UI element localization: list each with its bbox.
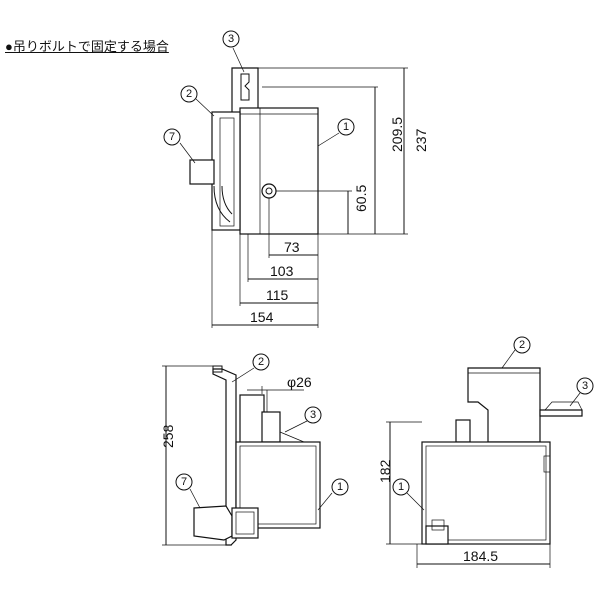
callout-7-top <box>163 128 181 146</box>
dim-154: 154 <box>250 309 274 325</box>
dim-184-5: 184.5 <box>463 548 498 564</box>
svg-text:2: 2 <box>186 88 192 100</box>
callout-2-side <box>513 336 531 354</box>
top-view <box>189 67 408 328</box>
dim-103: 103 <box>270 263 294 279</box>
svg-text:1: 1 <box>398 481 404 493</box>
unit-body <box>239 107 319 235</box>
dim-258: 258 <box>160 424 176 448</box>
front-view <box>162 365 321 546</box>
svg-text:2: 2 <box>258 356 264 368</box>
callout-3-front <box>304 406 322 424</box>
dim-73: 73 <box>284 239 300 255</box>
dim-60-5: 60.5 <box>353 185 369 212</box>
side-plate <box>211 111 241 231</box>
callout-2-top <box>180 85 198 103</box>
svg-text:2: 2 <box>519 339 525 351</box>
callout-7-front <box>175 473 193 491</box>
svg-text:1: 1 <box>343 121 349 133</box>
side-view <box>386 367 583 568</box>
callout-1-top <box>337 118 355 136</box>
svg-text:3: 3 <box>582 380 588 392</box>
elbow-pipe <box>193 505 233 541</box>
page-title: ●吊りボルトで固定する場合 <box>5 39 169 54</box>
dim-209-5: 209.5 <box>389 117 405 152</box>
callout-3-side <box>576 377 594 395</box>
dim-237: 237 <box>413 128 429 152</box>
svg-text:3: 3 <box>228 33 234 45</box>
svg-text:7: 7 <box>181 476 187 488</box>
top-pipe <box>239 394 265 446</box>
svg-text:3: 3 <box>310 409 316 421</box>
dim-182: 182 <box>377 459 393 483</box>
dim-115: 115 <box>266 287 289 303</box>
outlet-port <box>261 183 277 199</box>
callout-1-side <box>392 478 410 496</box>
callout-3-top <box>222 30 240 48</box>
bolt-slot <box>240 73 250 101</box>
bracket-arm <box>539 409 583 417</box>
dim-phi26: φ26 <box>287 374 312 390</box>
callout-1-front <box>331 478 349 496</box>
callout-2-front <box>252 353 270 371</box>
drain-pipe <box>189 159 215 185</box>
top-housing <box>467 367 541 443</box>
svg-text:7: 7 <box>169 131 175 143</box>
svg-text:1: 1 <box>337 481 343 493</box>
